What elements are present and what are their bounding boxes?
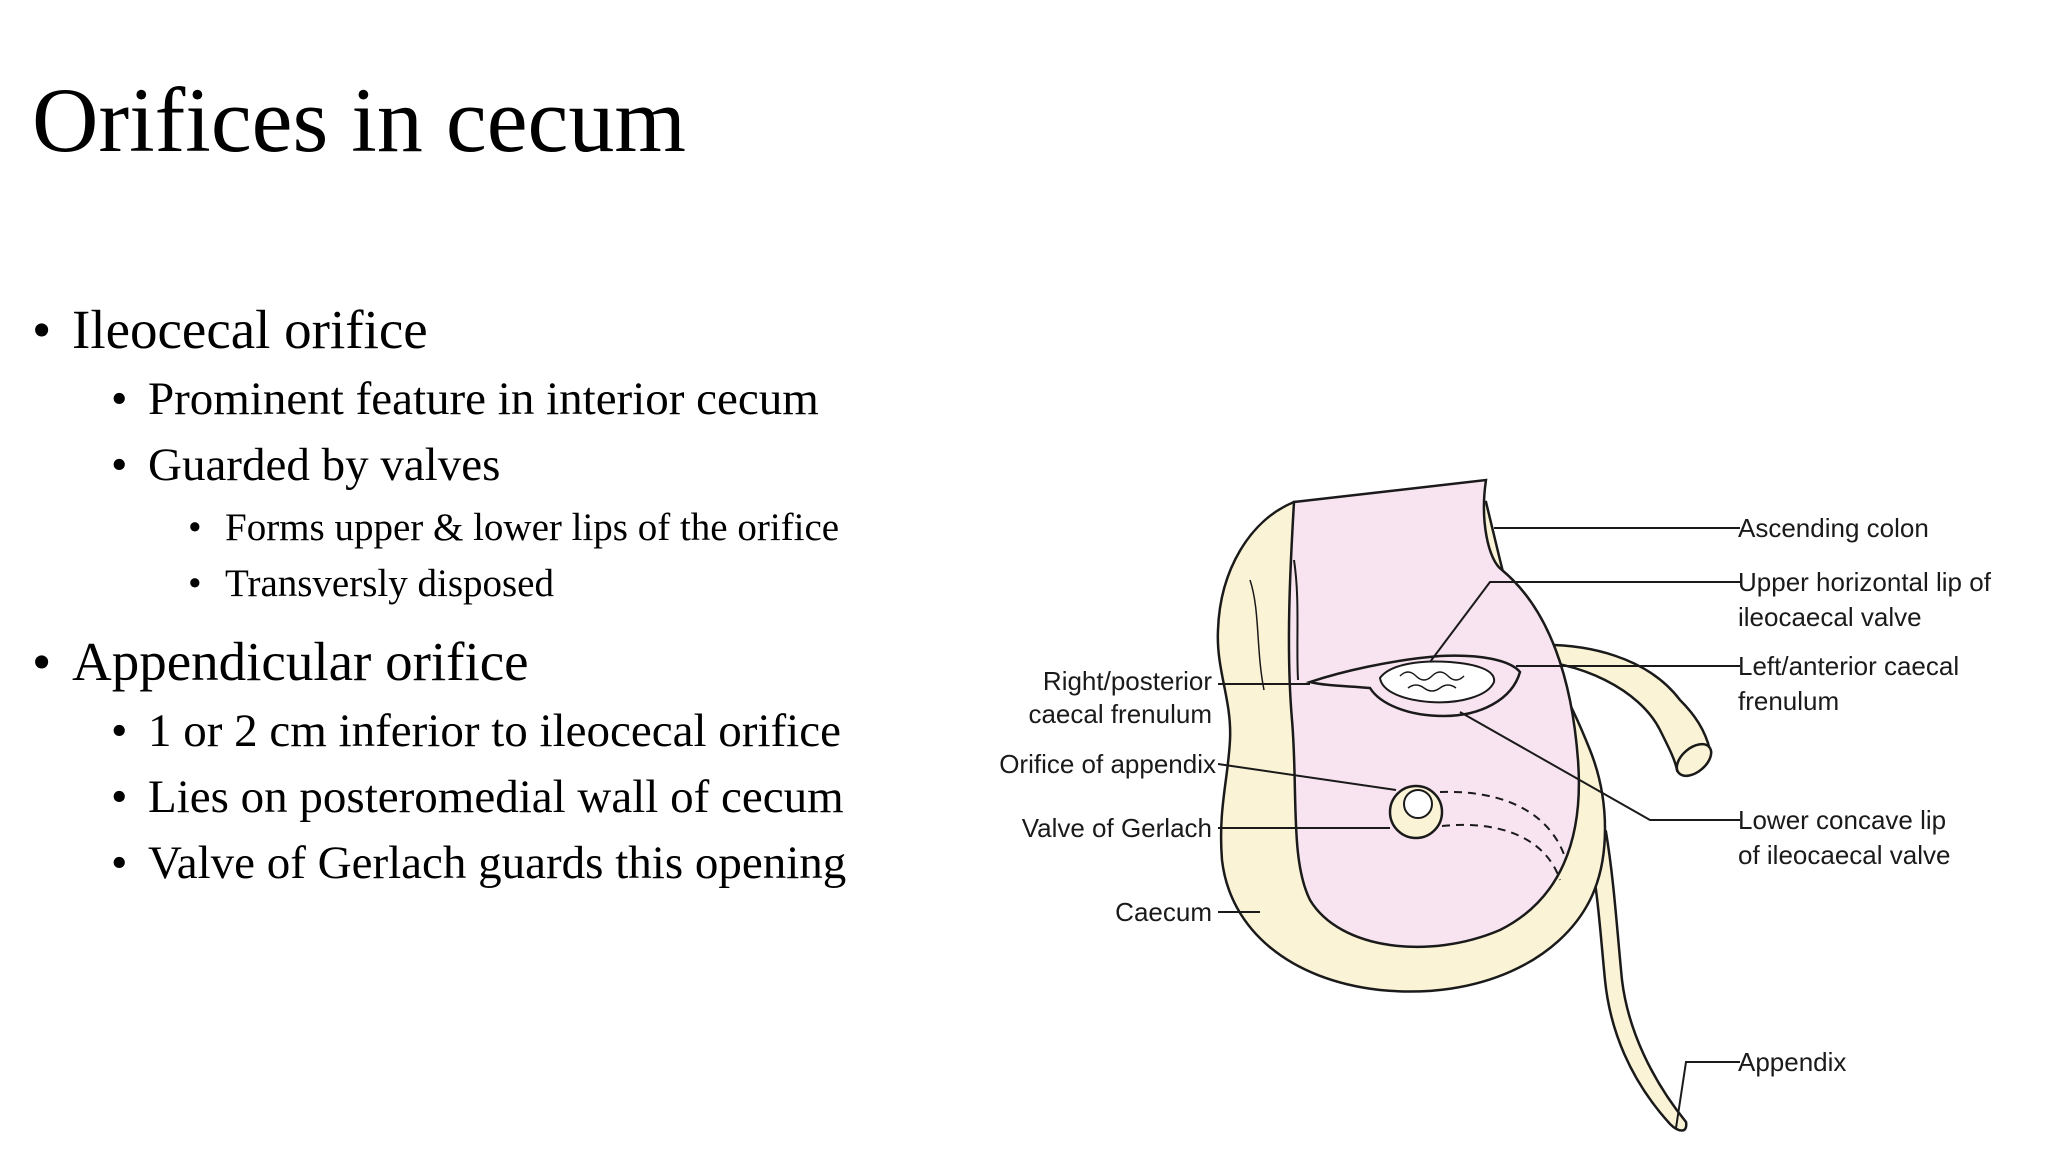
label-lower-concave-lip: Lower concave lip [1738,805,1946,835]
label-left-anterior-caecal-frenulum: Left/anterior caecal [1738,651,1959,681]
bullet-glyph: • [32,631,52,692]
cecum-illustration: Right/posterior caecal frenulum Orifice … [999,478,1992,1132]
bullet-text: Transversly disposed [225,562,554,605]
appendix-shape [1586,830,1688,1132]
label-right-posterior-caecal-frenulum: caecal frenulum [1028,699,1212,729]
leader-line [1459,711,1740,821]
bullet-glyph: • [111,439,128,491]
bullet-text: Lies on posteromedial wall of cecum [148,771,844,823]
bullet-glyph: • [32,299,52,360]
bullet-text: Valve of Gerlach guards this opening [148,837,847,889]
bullet-text: Appendicular orifice [72,631,529,692]
label-caecum: Caecum [1115,897,1212,927]
bullet-text: Ileocecal orifice [72,299,428,360]
label-upper-horizontal-lip: ileocaecal valve [1738,602,1922,632]
bullet-glyph: • [111,837,128,889]
label-upper-horizontal-lip: Upper horizontal lip of [1738,567,1992,597]
leader-line [1217,763,1397,791]
bullet-text: Prominent feature in interior cecum [148,373,819,425]
bullet-list: • Ileocecal orifice • Prominent feature … [0,0,960,1152]
bullet-glyph: • [111,705,128,757]
label-ascending-colon: Ascending colon [1738,513,1929,543]
orifice-of-appendix [1403,789,1433,819]
appendix-lumen-dashed [1441,823,1561,881]
label-orifice-of-appendix: Orifice of appendix [999,749,1216,779]
label-lower-concave-lip: of ileocaecal valve [1738,840,1950,870]
cecum-diagram: Right/posterior caecal frenulum Orifice … [960,460,2048,1152]
bullet-text: 1 or 2 cm inferior to ileocecal orifice [148,705,841,757]
ileum-opening [1675,742,1713,778]
bullet-glyph: • [188,506,202,549]
wall-fold [1293,559,1299,681]
valve-texture [1399,671,1465,692]
wall-fold [1249,579,1265,691]
slide-title: Orifices in cecum [32,69,686,171]
bullet-glyph: • [111,373,128,425]
label-right-posterior-caecal-frenulum: Right/posterior [1043,666,1212,696]
leader-line [1675,1061,1740,1129]
bullet-glyph: • [111,771,128,823]
bullet-text: Forms upper & lower lips of the orifice [225,506,840,549]
label-valve-of-gerlach: Valve of Gerlach [1022,813,1212,843]
appendix-lumen-dashed [1439,790,1567,861]
bullet-text: Guarded by valves [148,439,501,491]
label-appendix: Appendix [1738,1047,1846,1077]
label-left-anterior-caecal-frenulum: frenulum [1738,686,1839,716]
bullet-glyph: • [188,562,202,605]
leader-line [1429,581,1740,663]
